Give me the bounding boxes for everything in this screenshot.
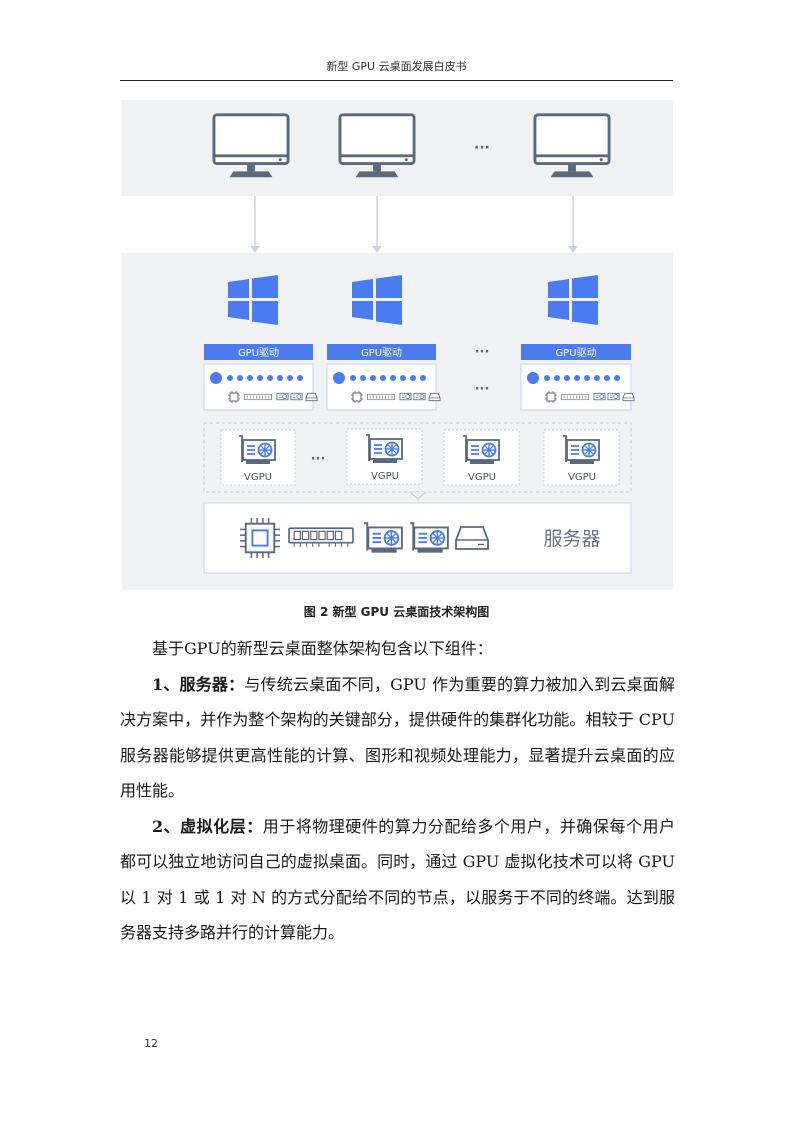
gpu-card-icon bbox=[462, 435, 500, 465]
architecture-figure: ··· GPU驱动 GPU驱动 GPU驱动 ··· ··· bbox=[122, 100, 673, 590]
driver-box: GPU驱动 bbox=[203, 344, 317, 411]
gpu-card-icon bbox=[238, 435, 276, 465]
svg-text:VGPU: VGPU bbox=[568, 472, 596, 483]
vgpu-card: VGPU bbox=[346, 428, 423, 485]
svg-text:GPU驱动: GPU驱动 bbox=[361, 347, 402, 359]
component-paragraph: 1、服务器：与传统云桌面不同，GPU 作为重要的算力被加入到云桌面解决方案中，并… bbox=[120, 667, 675, 809]
gpu-card-icon bbox=[365, 434, 403, 464]
cpu-chip-icon bbox=[240, 518, 280, 558]
page-number: 12 bbox=[144, 1037, 158, 1050]
svg-text:GPU驱动: GPU驱动 bbox=[238, 347, 279, 359]
terminal-ellipsis: ··· bbox=[474, 140, 490, 156]
intro-paragraph: 基于GPU的新型云桌面整体架构包含以下组件： bbox=[152, 639, 493, 658]
page-header-title: 新型 GPU 云桌面发展白皮书 bbox=[326, 60, 467, 73]
component-term: 2、虚拟化层： bbox=[152, 816, 263, 836]
gpu-card-icon bbox=[363, 522, 403, 554]
driver-box: GPU驱动 bbox=[520, 344, 634, 411]
server-label: 服务器 bbox=[543, 528, 600, 550]
component-description: 用于将物理硬件的算力分配给多个用户，并确保每个用户都可以独立地访问自己的虚拟桌面… bbox=[120, 816, 675, 943]
svg-text:VGPU: VGPU bbox=[371, 471, 399, 482]
hard-disk-icon bbox=[455, 526, 489, 550]
component-term: 1、服务器： bbox=[152, 674, 245, 694]
body-text: 基于GPU的新型云桌面整体架构包含以下组件： 1、服务器：与传统云桌面不同，GP… bbox=[120, 631, 675, 951]
svg-text:VGPU: VGPU bbox=[468, 472, 496, 483]
vgpu-card: VGPU bbox=[543, 429, 620, 486]
component-description: 与传统云桌面不同，GPU 作为重要的算力被加入到云桌面解决方案中，并作为整个架构… bbox=[120, 674, 675, 801]
connector-arrows bbox=[254, 196, 574, 248]
vgpu-card: VGPU bbox=[443, 429, 520, 486]
gpu-card-icon bbox=[409, 522, 449, 554]
svg-text:VGPU: VGPU bbox=[244, 472, 272, 483]
figure-caption: 图 2 新型 GPU 云桌面技术架构图 bbox=[303, 605, 490, 619]
gpu-card-icon bbox=[562, 435, 600, 465]
header-rule bbox=[120, 80, 673, 81]
driver-ellipsis: ··· bbox=[475, 345, 490, 360]
component-paragraph: 2、虚拟化层：用于将物理硬件的算力分配给多个用户，并确保每个用户都可以独立地访问… bbox=[120, 809, 675, 951]
vgpu-card: VGPU bbox=[220, 429, 296, 486]
driver-ellipsis: ··· bbox=[475, 382, 490, 397]
vgpu-ellipsis: ··· bbox=[311, 452, 326, 467]
svg-text:GPU驱动: GPU驱动 bbox=[555, 347, 596, 359]
driver-box: GPU驱动 bbox=[326, 344, 440, 411]
